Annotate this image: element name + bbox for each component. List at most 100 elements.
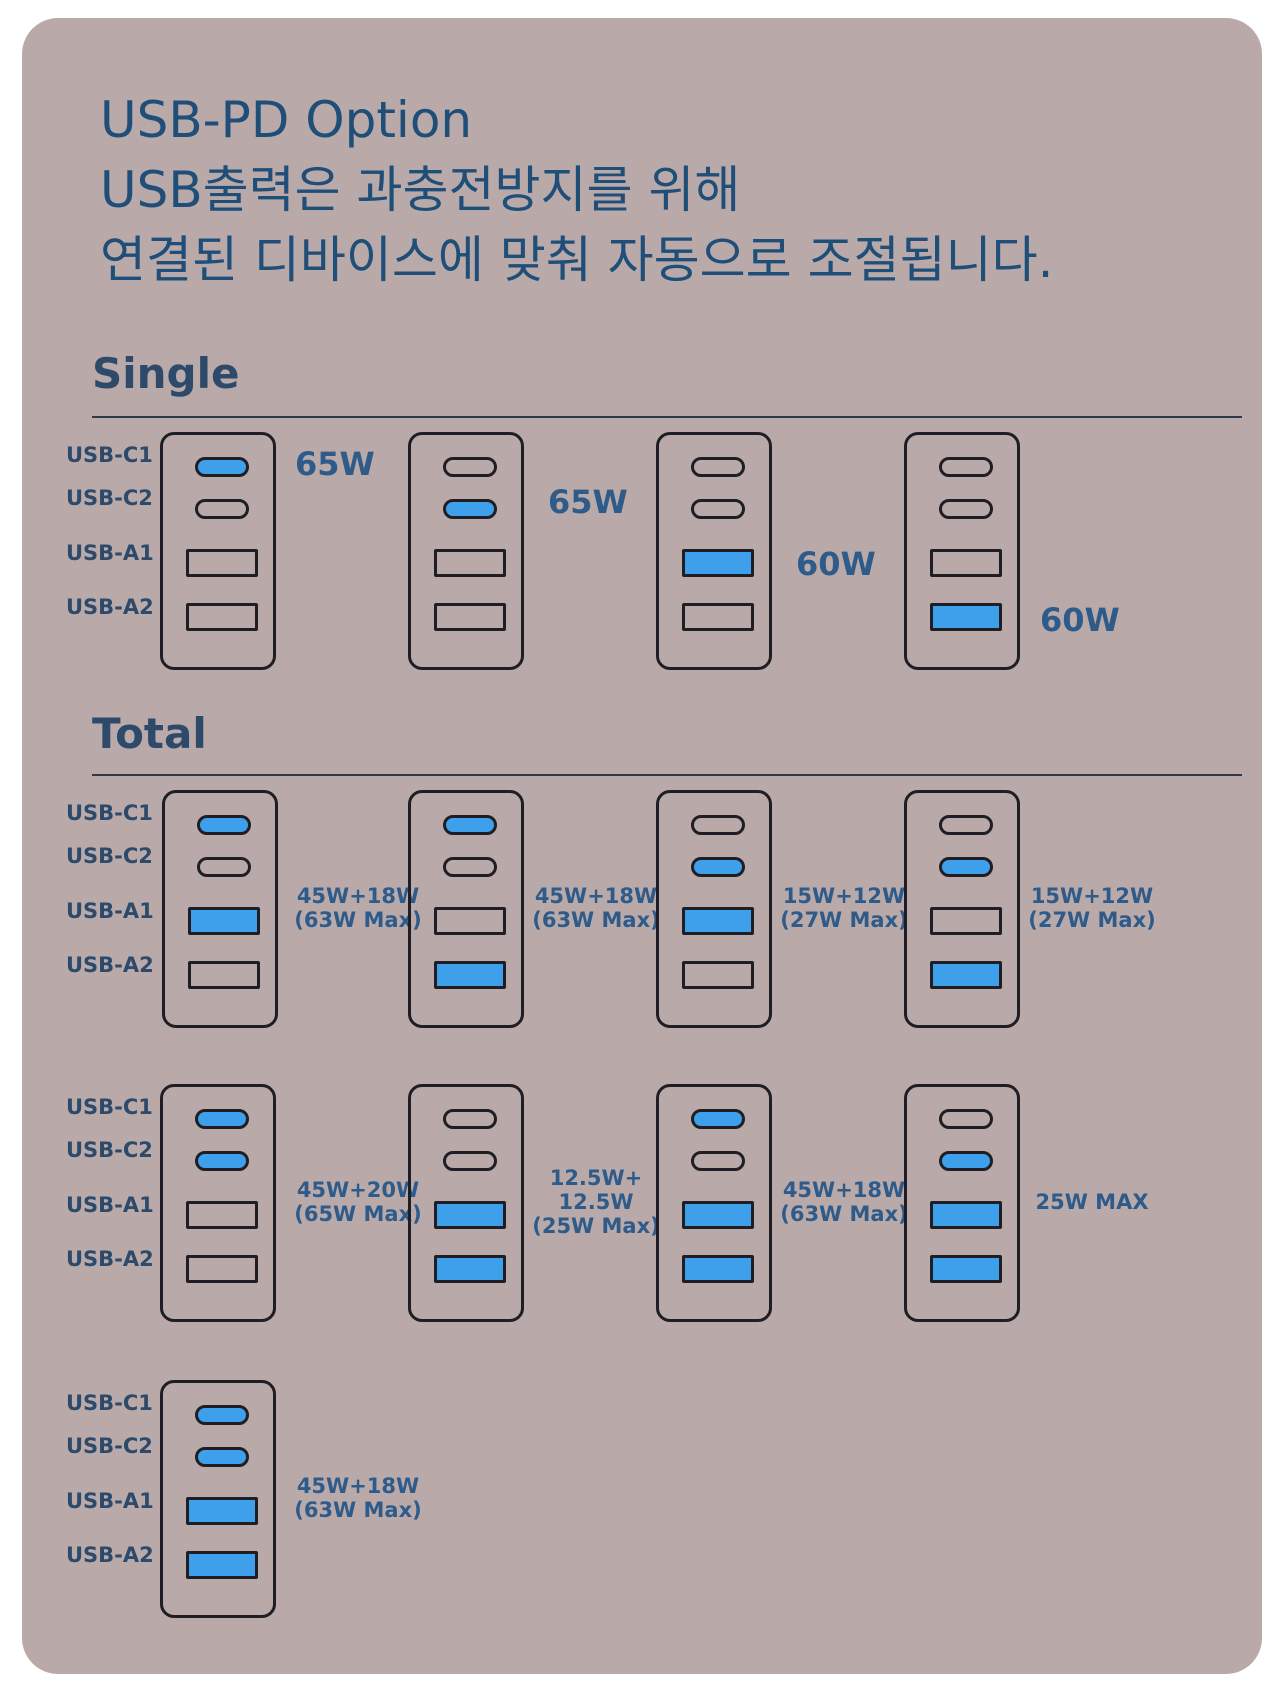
usb-c2-port-active <box>195 1151 249 1171</box>
usb-a1-port <box>434 907 506 935</box>
usb-a1-port <box>186 1201 258 1229</box>
usb-a2-port-active <box>682 1255 754 1283</box>
charger-diagram <box>904 1084 1020 1322</box>
port-label-usb-a2: USB-A2 <box>66 953 154 977</box>
single-wattage: 65W <box>295 445 375 483</box>
total-wattage: 15W+12W(27W Max) <box>1024 884 1160 932</box>
total-wattage: 45W+18W(63W Max) <box>528 884 664 932</box>
usb-a1-port <box>930 907 1002 935</box>
usb-c1-port-active <box>197 815 251 835</box>
port-label-usb-a2: USB-A2 <box>66 1247 154 1271</box>
wattage-line: 12.5W <box>558 1190 634 1214</box>
wattage-line: 15W+12W <box>782 884 906 908</box>
wattage-line: (63W Max) <box>532 908 660 932</box>
port-label-usb-c1: USB-C1 <box>66 1391 153 1415</box>
port-label-usb-a1: USB-A1 <box>66 1193 154 1217</box>
charger-diagram <box>408 1084 524 1322</box>
usb-a1-port-active <box>434 1201 506 1229</box>
usb-a2-port-active <box>930 961 1002 989</box>
wattage-line: 45W+18W <box>296 1474 420 1498</box>
wattage-line: 25W MAX <box>1035 1190 1149 1214</box>
wattage-line: 45W+18W <box>296 884 420 908</box>
usb-a2-port-active <box>434 961 506 989</box>
usb-c1-port <box>939 815 993 835</box>
usb-c1-port <box>939 1109 993 1129</box>
usb-a1-port <box>434 549 506 577</box>
usb-c1-port-active <box>195 1405 249 1425</box>
usb-c2-port-active <box>195 1447 249 1467</box>
total-divider <box>92 774 1242 776</box>
total-wattage: 45W+18W(63W Max) <box>290 884 426 932</box>
usb-c1-port <box>691 457 745 477</box>
port-label-usb-c1: USB-C1 <box>66 801 153 825</box>
usb-a2-port-active <box>434 1255 506 1283</box>
port-label-usb-c1: USB-C1 <box>66 1095 153 1119</box>
wattage-line: 12.5W+ <box>549 1166 643 1190</box>
usb-c2-port-active <box>939 857 993 877</box>
usb-a2-port <box>186 603 258 631</box>
usb-c2-port <box>939 499 993 519</box>
usb-a1-port-active <box>682 549 754 577</box>
charger-diagram <box>904 432 1020 670</box>
port-label-usb-a1: USB-A1 <box>66 899 154 923</box>
wattage-line: 45W+20W <box>296 1178 420 1202</box>
usb-a2-port <box>682 961 754 989</box>
port-label-usb-c2: USB-C2 <box>66 1434 153 1458</box>
charger-diagram <box>408 432 524 670</box>
usb-a1-port <box>186 549 258 577</box>
charger-diagram <box>162 790 278 1028</box>
usb-c2-port <box>195 499 249 519</box>
charger-diagram <box>656 790 772 1028</box>
total-wattage: 45W+20W(65W Max) <box>290 1178 426 1226</box>
charger-diagram <box>656 432 772 670</box>
total-wattage: 15W+12W(27W Max) <box>776 884 912 932</box>
total-wattage: 45W+18W(63W Max) <box>290 1474 426 1522</box>
port-label-usb-c1: USB-C1 <box>66 443 153 467</box>
wattage-line: (25W Max) <box>532 1214 660 1238</box>
usb-c2-port <box>691 499 745 519</box>
usb-a1-port-active <box>186 1497 258 1525</box>
usb-c2-port-active <box>939 1151 993 1171</box>
usb-a1-port-active <box>930 1201 1002 1229</box>
single-wattage: 65W <box>548 483 628 521</box>
usb-c2-port-active <box>691 857 745 877</box>
port-label-usb-a2: USB-A2 <box>66 595 154 619</box>
single-wattage: 60W <box>1040 601 1120 639</box>
charger-diagram <box>408 790 524 1028</box>
usb-c1-port-active <box>691 1109 745 1129</box>
usb-a2-port-active <box>930 1255 1002 1283</box>
usb-a2-port <box>682 603 754 631</box>
usb-a1-port-active <box>682 907 754 935</box>
single-divider <box>92 416 1242 418</box>
total-wattage: 25W MAX <box>1024 1190 1160 1214</box>
wattage-line: (27W Max) <box>1028 908 1156 932</box>
wattage-line: 45W+18W <box>782 1178 906 1202</box>
wattage-line: 45W+18W <box>534 884 658 908</box>
usb-c1-port <box>443 457 497 477</box>
usb-a1-port <box>930 549 1002 577</box>
single-section-title: Single <box>92 349 240 398</box>
charger-diagram <box>904 790 1020 1028</box>
info-card: USB-PD Option USB출력은 과충전방지를 위해 연결된 디바이스에… <box>22 18 1262 1674</box>
usb-a2-port-active <box>930 603 1002 631</box>
wattage-line: (65W Max) <box>294 1202 422 1226</box>
charger-diagram <box>160 1084 276 1322</box>
usb-a2-port <box>434 603 506 631</box>
wattage-line: (63W Max) <box>294 908 422 932</box>
total-wattage: 45W+18W(63W Max) <box>776 1178 912 1226</box>
wattage-line: (63W Max) <box>294 1498 422 1522</box>
usb-c1-port <box>443 1109 497 1129</box>
usb-c2-port <box>443 857 497 877</box>
port-label-usb-a1: USB-A1 <box>66 541 154 565</box>
port-label-usb-a2: USB-A2 <box>66 1543 154 1567</box>
usb-c1-port-active <box>443 815 497 835</box>
usb-a2-port <box>186 1255 258 1283</box>
port-label-usb-c2: USB-C2 <box>66 1138 153 1162</box>
usb-c1-port-active <box>195 1109 249 1129</box>
wattage-line: (27W Max) <box>780 908 908 932</box>
wattage-line: (63W Max) <box>780 1202 908 1226</box>
usb-c2-port-active <box>443 499 497 519</box>
charger-diagram <box>160 1380 276 1618</box>
usb-c2-port <box>197 857 251 877</box>
usb-a1-port-active <box>188 907 260 935</box>
